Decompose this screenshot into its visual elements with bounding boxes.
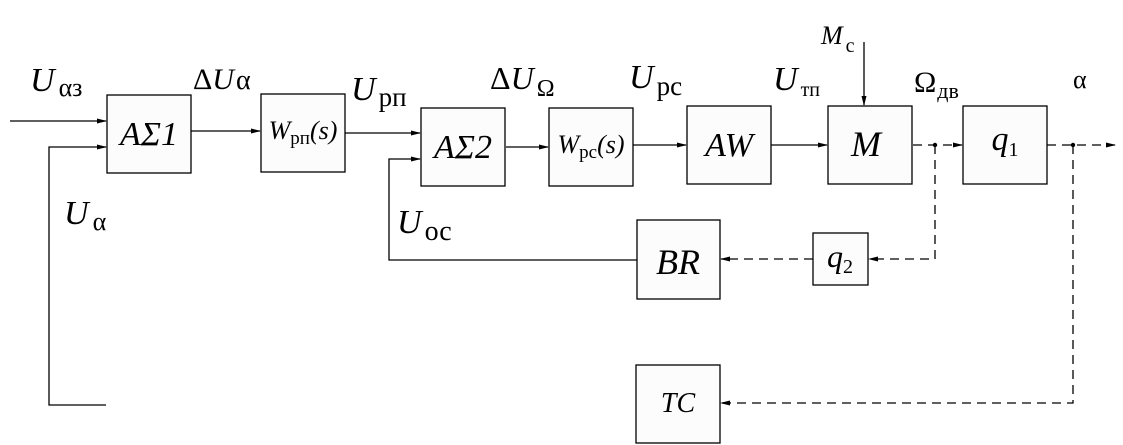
- block-motor: M: [827, 105, 913, 185]
- signal-alpha: α: [1073, 65, 1087, 94]
- svg-text:Wрп(s): Wрп(s): [269, 116, 338, 149]
- connections: [10, 42, 1116, 406]
- block-br-label: BR: [656, 242, 700, 282]
- feedback-line-u-oc: [388, 156, 637, 261]
- block-wrc-tail: (s): [597, 130, 624, 159]
- block-tc-label: TC: [661, 388, 696, 419]
- feedback-line-u-alpha: [48, 144, 107, 406]
- svg-text:Wрс(s): Wрс(s): [557, 130, 624, 163]
- block-motor-label: M: [850, 124, 883, 164]
- signal-omega-dv: Ωдв: [914, 66, 959, 103]
- block-q2-sub: 2: [843, 256, 853, 278]
- block-q2: q2: [812, 232, 869, 286]
- block-aw: AW: [686, 105, 772, 185]
- svg-text:q1: q1: [992, 121, 1019, 161]
- line-omega-to-q2: [868, 145, 936, 262]
- block-q1: q1: [962, 105, 1048, 185]
- svg-text:q2: q2: [827, 238, 853, 278]
- block-q2-main: q: [827, 238, 843, 274]
- block-br: BR: [636, 219, 721, 300]
- block-wrc-sub: рс: [579, 142, 597, 163]
- block-q1-main: q: [992, 121, 1009, 158]
- block-aw-label: AW: [703, 127, 756, 164]
- block-wrp-main: W: [269, 116, 293, 145]
- block-asum1: AΣ1: [106, 94, 192, 174]
- line-alpha-to-tc: [720, 145, 1074, 406]
- block-wrp: Wрп(s): [260, 93, 346, 173]
- block-wrp-sub: рп: [290, 128, 310, 149]
- block-wrc-main: W: [557, 130, 581, 159]
- block-wrp-tail: (s): [310, 116, 337, 145]
- signal-du-alpha: ΔUα: [193, 63, 251, 96]
- block-asum1-label: AΣ1: [118, 116, 178, 153]
- block-tc: TC: [635, 364, 721, 444]
- block-wrc: Wрс(s): [548, 107, 634, 187]
- block-asum2-label: AΣ2: [432, 129, 492, 166]
- block-q1-sub: 1: [1009, 139, 1019, 161]
- block-asum2: AΣ2: [420, 107, 506, 187]
